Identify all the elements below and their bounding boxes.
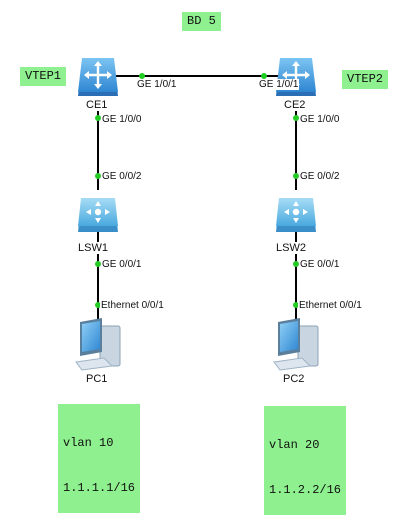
pc1-port-eth001: Ethernet 0/0/1 <box>100 300 165 311</box>
pc2-info-box: vlan 20 1.1.2.2/16 <box>264 406 347 515</box>
lsw2-name: LSW2 <box>276 242 306 254</box>
lsw1-port-ge001: GE 0/0/1 <box>101 259 143 270</box>
lsw2-switch-icon[interactable] <box>276 198 316 232</box>
port-dot <box>95 173 101 179</box>
pc1-name: PC1 <box>86 373 108 385</box>
lsw1-switch-icon[interactable] <box>78 198 118 232</box>
pc1-computer-icon[interactable] <box>75 318 121 371</box>
port-dots <box>95 73 299 308</box>
port-dot <box>95 261 101 267</box>
ce2-port-ge101: GE 1/0/1 <box>258 79 300 90</box>
lsw2-port-ge001: GE 0/0/1 <box>299 259 341 270</box>
port-dot <box>139 73 145 79</box>
ce1-port-ge100: GE 1/0/0 <box>101 114 143 125</box>
port-dot <box>293 261 299 267</box>
port-dot <box>95 302 101 308</box>
ce2-name: CE2 <box>284 99 306 111</box>
vtep2-label: VTEP2 <box>342 70 389 89</box>
ce1-name: CE1 <box>86 99 108 111</box>
port-dot <box>293 302 299 308</box>
topology-diagram <box>75 58 319 371</box>
ce1-port-ge101: GE 1/0/1 <box>136 79 178 90</box>
pc1-info-box: vlan 10 1.1.1.1/16 <box>58 404 141 513</box>
lsw1-name: LSW1 <box>78 242 108 254</box>
port-dot <box>293 173 299 179</box>
pc1-vlan: vlan 10 <box>63 436 114 450</box>
port-dot <box>261 73 267 79</box>
ce2-router-icon[interactable] <box>276 58 316 96</box>
pc2-name: PC2 <box>283 373 305 385</box>
pc1-ip: 1.1.1.1/16 <box>63 481 136 495</box>
bridge-domain-label: BD 5 <box>182 12 221 31</box>
pc2-port-eth001: Ethernet 0/0/1 <box>298 300 363 311</box>
pc2-computer-icon[interactable] <box>273 318 319 371</box>
lsw1-port-ge002: GE 0/0/2 <box>101 171 143 182</box>
port-dot <box>95 115 101 121</box>
pc2-ip: 1.1.2.2/16 <box>269 483 342 497</box>
vtep1-label: VTEP1 <box>20 67 67 86</box>
pc2-vlan: vlan 20 <box>269 438 320 452</box>
ce1-router-icon[interactable] <box>78 58 118 96</box>
lsw2-port-ge002: GE 0/0/2 <box>299 171 341 182</box>
ce2-port-ge100: GE 1/0/0 <box>299 114 341 125</box>
port-dot <box>293 115 299 121</box>
